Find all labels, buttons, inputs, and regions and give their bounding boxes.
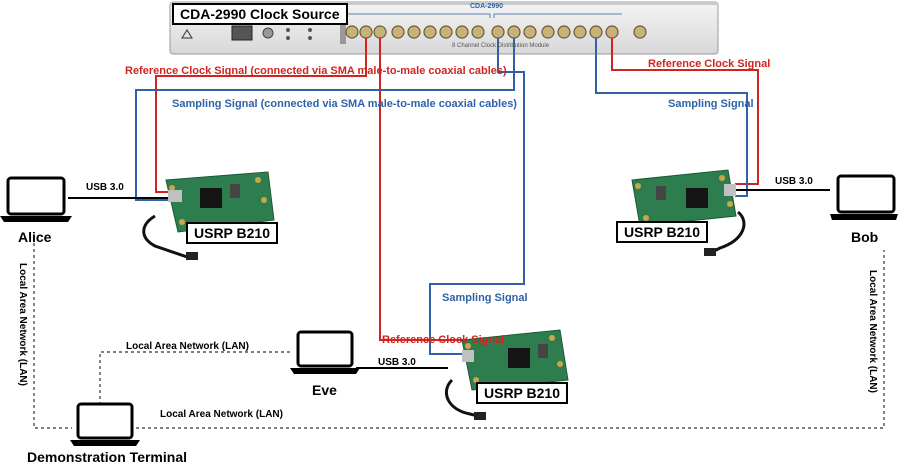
usrp-label-bob: USRP B210 [616, 221, 709, 243]
reference-clock-lines [155, 38, 759, 341]
warning-icon [181, 29, 193, 39]
clock-source-subtitle: 8 Channel Clock Distribution Module [452, 43, 550, 49]
clock-source-panel-label: CDA-2990 [470, 3, 504, 10]
node-label-terminal: Demonstration Terminal [27, 449, 187, 465]
lan-label-bottom: Local Area Network (LAN) [160, 409, 283, 420]
sampling-signal-label-center: Sampling Signal [442, 292, 528, 304]
lan-label-left: Local Area Network (LAN) [17, 263, 28, 386]
lan-label-right: Local Area Network (LAN) [867, 270, 878, 393]
node-label-alice: Alice [18, 229, 52, 245]
usrp-board-alice [142, 171, 275, 260]
usrp-label-alice: USRP B210 [186, 222, 279, 244]
usrp-board-eve [445, 329, 569, 420]
clock-source-title: CDA-2990 Clock Source [172, 3, 348, 25]
sampling-signal-label-main: Sampling Signal (connected via SMA male-… [172, 98, 517, 110]
power-connector-icon [231, 25, 253, 41]
node-label-eve: Eve [312, 382, 337, 398]
lan-label-top: Local Area Network (LAN) [126, 341, 249, 352]
laptop-icon-eve [290, 330, 360, 374]
sampling-signal-label-right: Sampling Signal [668, 98, 754, 110]
sma-port-row [345, 25, 647, 39]
laptop-icon-terminal [70, 402, 140, 446]
reference-clock-label-center: Reference Clock Signal [382, 334, 505, 346]
lan-lines [33, 243, 885, 429]
usrp-board-bob [631, 169, 746, 256]
usb-label-eve: USB 3.0 [378, 357, 416, 368]
laptop-icon-bob [830, 174, 898, 220]
usb-lines [68, 189, 830, 369]
reference-clock-label-main: Reference Clock Signal (connected via SM… [125, 65, 507, 77]
reference-clock-label-right: Reference Clock Signal [648, 58, 771, 70]
usb-label-bob: USB 3.0 [775, 176, 813, 187]
power-switch-icon [262, 27, 274, 39]
usrp-label-eve: USRP B210 [476, 382, 569, 404]
laptop-icon-alice [0, 176, 72, 222]
node-label-bob: Bob [851, 229, 879, 245]
usb-label-alice: USB 3.0 [86, 182, 124, 193]
sampling-signal-lines [135, 38, 748, 355]
